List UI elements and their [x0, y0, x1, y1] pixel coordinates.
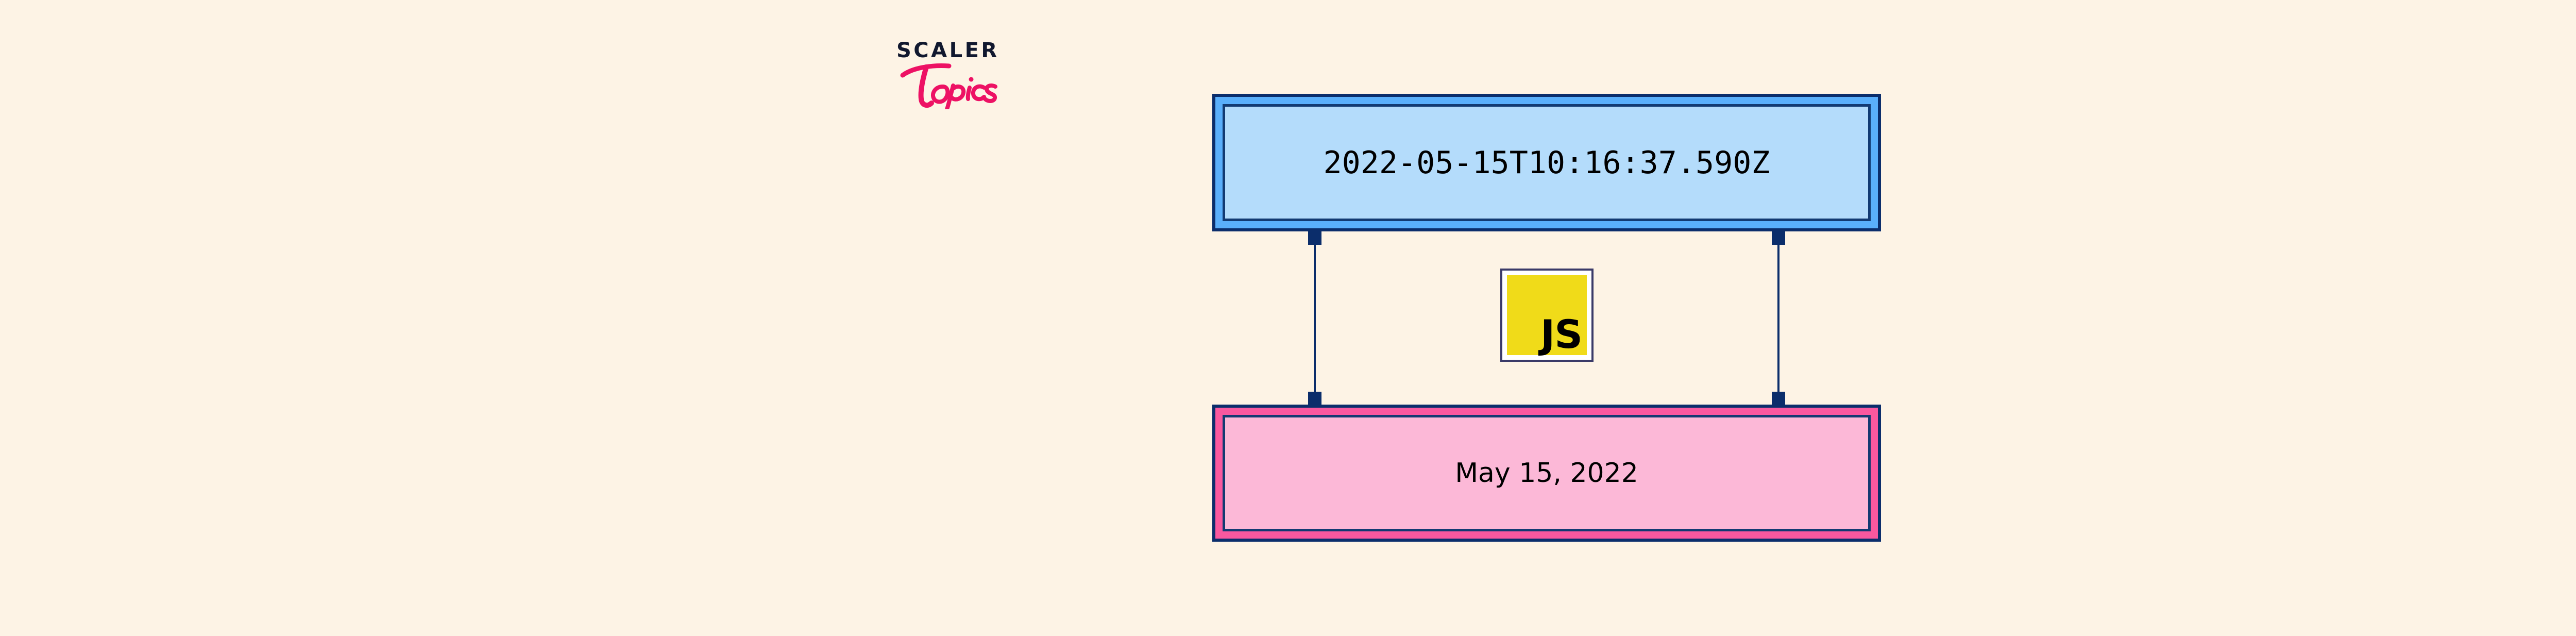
connector-right-bottom-cap — [1772, 392, 1785, 405]
readable-date-value: May 15, 2022 — [1455, 458, 1638, 489]
iso-timestamp-value: 2022-05-15T10:16:37.590Z — [1323, 144, 1770, 181]
iso-timestamp-box: 2022-05-15T10:16:37.590Z — [1212, 94, 1881, 231]
connector-left-top-cap — [1308, 231, 1321, 245]
connector-left — [1308, 231, 1321, 405]
javascript-logo-icon: JS — [1500, 269, 1594, 362]
connector-left-bottom-cap — [1308, 392, 1321, 405]
iso-timestamp-inner: 2022-05-15T10:16:37.590Z — [1223, 104, 1871, 221]
logo-product-text — [900, 62, 1066, 109]
javascript-logo-label: JS — [1540, 311, 1583, 357]
connector-right-top-cap — [1772, 231, 1785, 245]
connector-right — [1772, 231, 1785, 405]
scaler-topics-logo: SCALER — [896, 40, 1066, 118]
logo-brand-text: SCALER — [896, 39, 999, 62]
readable-date-box: May 15, 2022 — [1212, 405, 1881, 542]
readable-date-inner: May 15, 2022 — [1223, 415, 1871, 531]
javascript-logo-square: JS — [1507, 275, 1587, 355]
